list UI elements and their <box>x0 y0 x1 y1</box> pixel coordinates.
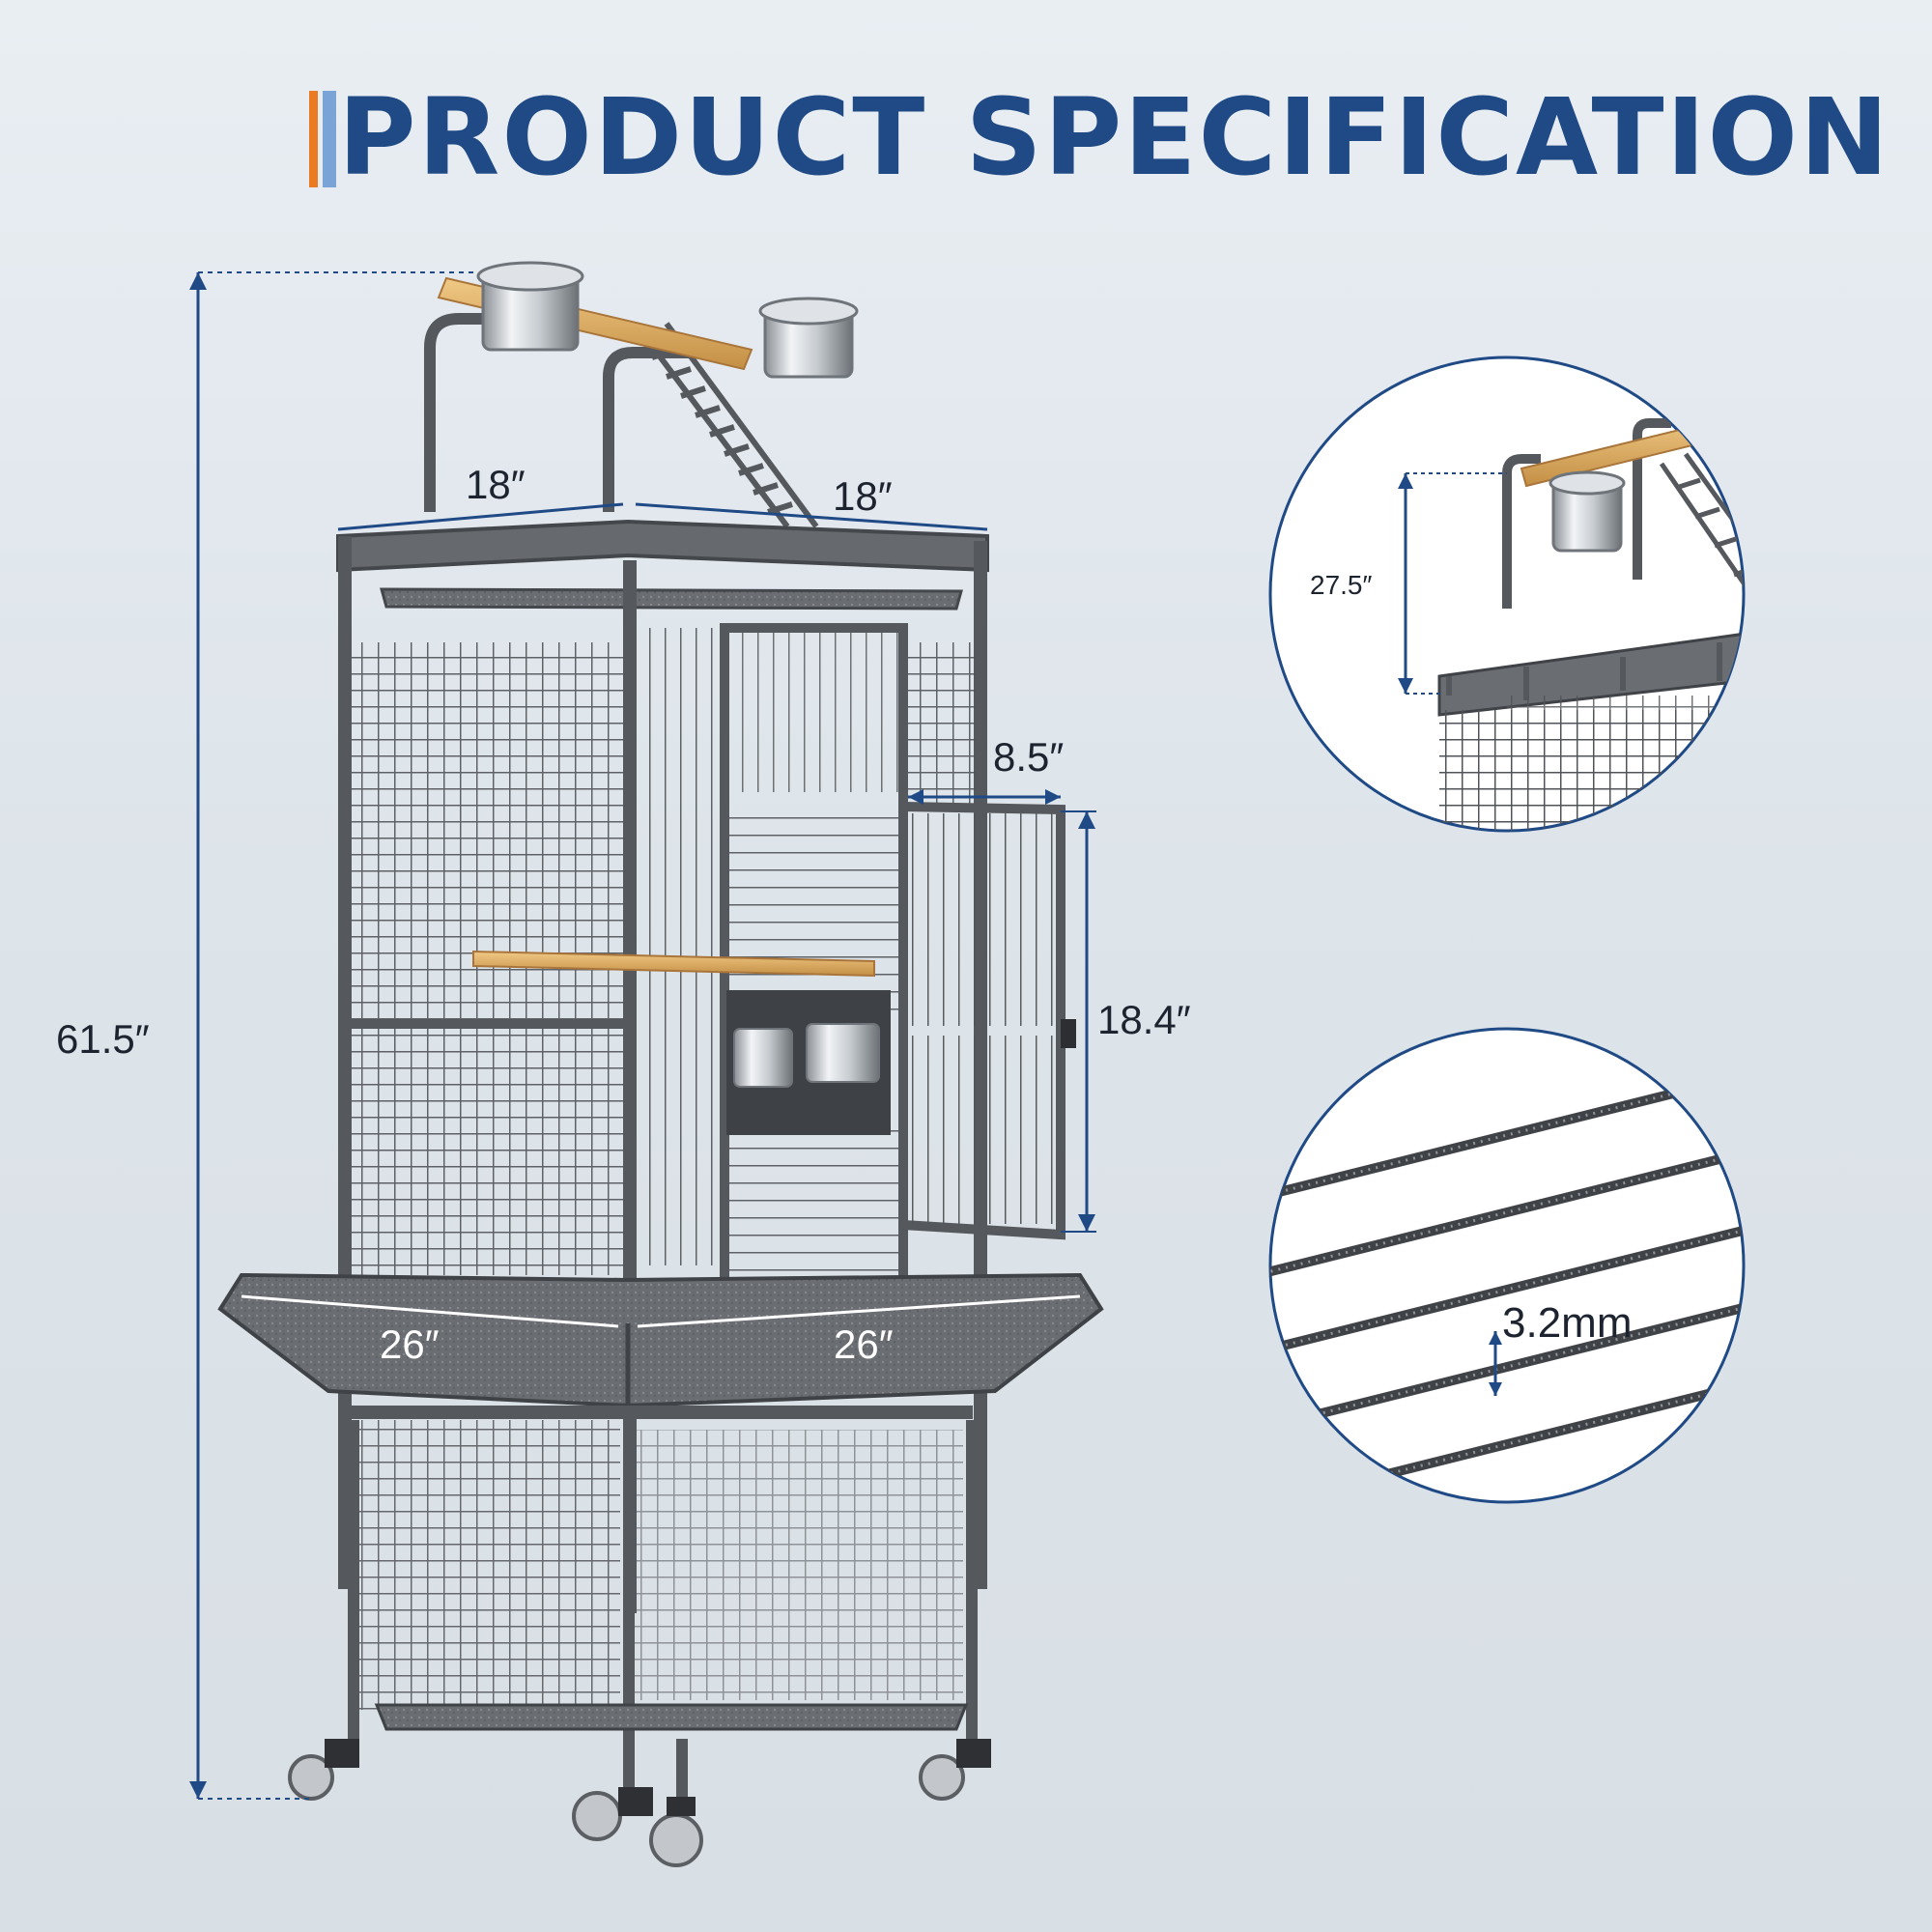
top-width-right-label: 18″ <box>833 473 893 519</box>
tray-width-right-label: 26″ <box>834 1321 894 1367</box>
perch-height-label: 27.5″ <box>1310 570 1373 600</box>
door-depth-label: 8.5″ <box>993 734 1065 780</box>
top-width-left-label: 18″ <box>466 462 526 507</box>
page-title: PRODUCT SPECIFICATION <box>309 70 1889 205</box>
title-accent-orange <box>309 91 318 187</box>
dimension-lines <box>189 271 1096 1800</box>
door-height-label: 18.4″ <box>1097 997 1191 1042</box>
bird-cage-image <box>217 261 1104 1867</box>
total-height-label: 61.5″ <box>56 1016 150 1062</box>
food-bowl-icon <box>476 261 859 379</box>
perch-detail-image <box>1268 355 1746 833</box>
title-text: PRODUCT SPECIFICATION <box>338 75 1891 199</box>
wire-gauge-label: 3.2mm <box>1502 1299 1633 1347</box>
tray-width-left-label: 26″ <box>380 1321 440 1367</box>
title-accent-blue <box>323 91 336 187</box>
